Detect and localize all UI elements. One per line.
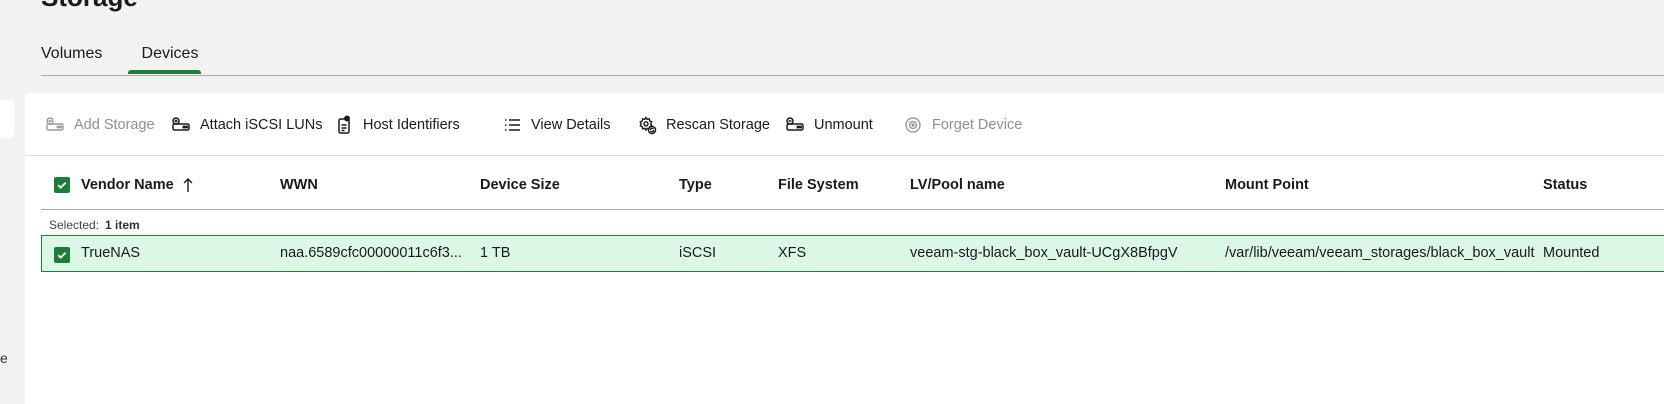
add-storage-button[interactable]: Add Storage: [45, 113, 155, 137]
column-header-vendor-name[interactable]: Vendor Name: [81, 177, 174, 193]
cell-mount-point: /var/lib/veeam/veeam_storages/black_box_…: [1225, 245, 1535, 261]
cell-wwn: naa.6589cfc00000011c6f3...: [280, 245, 462, 261]
rescan-storage-button[interactable]: Rescan Storage: [637, 113, 770, 137]
table-row[interactable]: TrueNAS naa.6589cfc00000011c6f3... 1 TB …: [41, 235, 1664, 272]
cell-status: Mounted: [1543, 245, 1600, 261]
attach-iscsi-label: Attach iSCSI LUNs: [200, 117, 323, 133]
select-all-checkbox[interactable]: [54, 177, 70, 193]
tab-devices[interactable]: Devices: [141, 45, 199, 62]
column-header-status[interactable]: Status: [1543, 177, 1588, 193]
table-header: Vendor Name WWN Device Size Type File Sy…: [41, 173, 1664, 210]
active-tab-indicator: [128, 70, 201, 74]
gear-refresh-icon: [639, 116, 657, 135]
unmount-icon: [786, 117, 804, 131]
cell-file-system: XFS: [778, 245, 807, 261]
selection-summary: Selected: 1 item: [41, 210, 1664, 240]
cell-vendor-name: TrueNAS: [81, 245, 141, 261]
sort-ascending-icon[interactable]: [181, 176, 195, 194]
column-header-file-system[interactable]: File System: [778, 177, 859, 193]
tab-bar: Volumes Devices: [41, 36, 1664, 76]
forget-device-label: Forget Device: [932, 117, 1023, 133]
tab-volumes[interactable]: Volumes: [41, 45, 103, 62]
attach-iscsi-luns-button[interactable]: Attach iSCSI LUNs: [171, 113, 323, 137]
rescan-storage-label: Rescan Storage: [666, 117, 770, 133]
devices-panel: Add Storage Attach iSCSI LUNs Host Ident…: [25, 93, 1664, 404]
attach-iscsi-icon: [172, 117, 190, 131]
view-details-button[interactable]: View Details: [502, 113, 611, 137]
column-header-lv-pool-name[interactable]: LV/Pool name: [910, 177, 1005, 193]
host-identifiers-icon: [338, 115, 350, 134]
toolbar: Add Storage Attach iSCSI LUNs Host Ident…: [25, 93, 1664, 156]
unmount-label: Unmount: [814, 117, 873, 133]
view-details-label: View Details: [531, 117, 611, 133]
sidebar-stub[interactable]: [0, 100, 14, 138]
column-header-wwn[interactable]: WWN: [280, 177, 318, 193]
list-icon: [505, 119, 520, 131]
add-storage-label: Add Storage: [74, 117, 155, 133]
add-storage-icon: [46, 117, 64, 131]
host-identifiers-label: Host Identifiers: [363, 117, 460, 133]
column-header-mount-point[interactable]: Mount Point: [1225, 177, 1309, 193]
tabs-divider: [41, 75, 1664, 76]
sidebar-partial-label: e: [0, 350, 8, 366]
forget-device-icon: [905, 117, 921, 133]
selection-count: 1 item: [105, 218, 140, 232]
cell-lv-pool-name: veeam-stg-black_box_vault-UCgX8BfpgV: [910, 245, 1178, 261]
cell-type: iSCSI: [679, 245, 717, 261]
cell-device-size: 1 TB: [480, 245, 511, 261]
check-icon: [57, 181, 67, 189]
check-icon: [57, 251, 67, 259]
selection-label: Selected:: [49, 218, 100, 232]
page-title: Storage: [41, 0, 138, 10]
host-identifiers-button[interactable]: Host Identifiers: [334, 113, 460, 137]
column-header-type[interactable]: Type: [679, 177, 712, 193]
forget-device-button[interactable]: Forget Device: [903, 113, 1022, 137]
row-checkbox[interactable]: [54, 247, 70, 263]
unmount-button[interactable]: Unmount: [785, 113, 873, 137]
column-header-device-size[interactable]: Device Size: [480, 177, 560, 193]
